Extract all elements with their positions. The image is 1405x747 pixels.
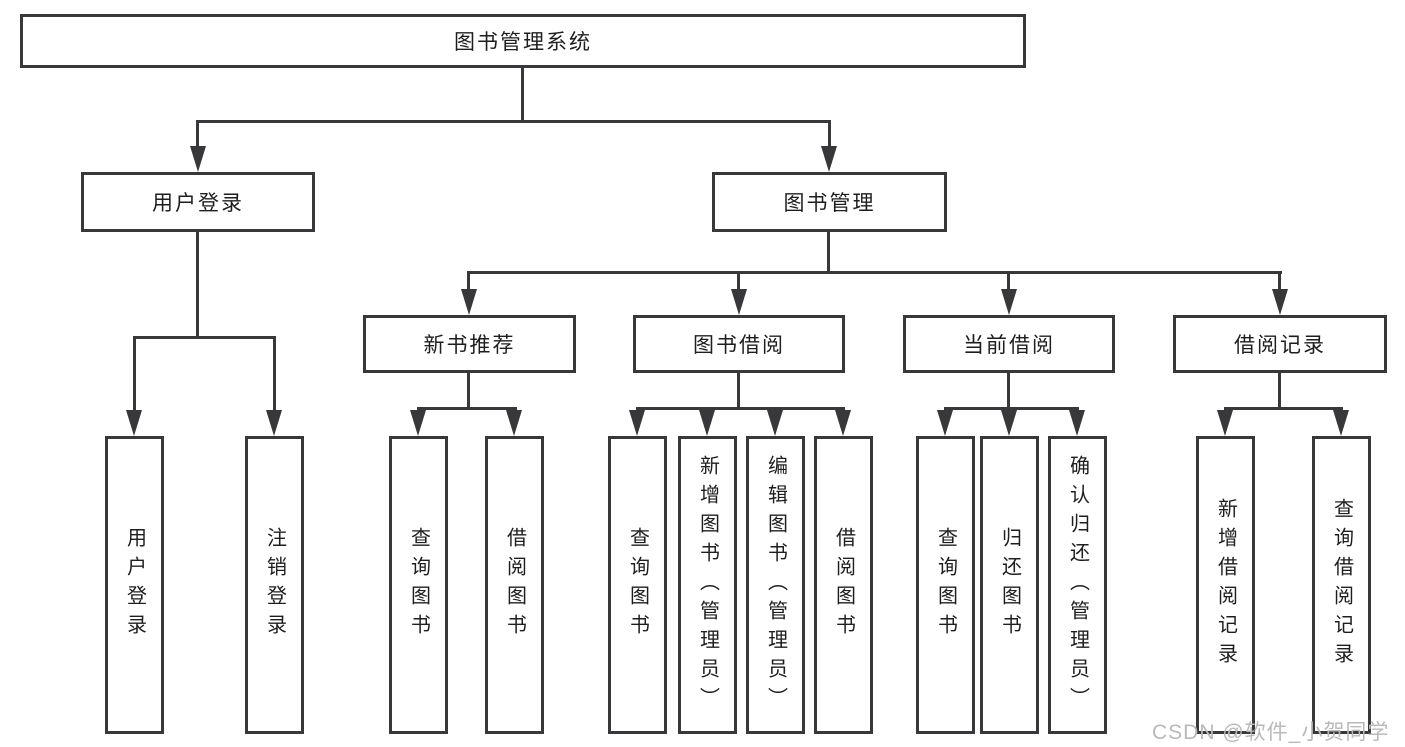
- connector-line: [1007, 373, 1010, 407]
- connector-line: [737, 271, 740, 291]
- leaf-confirm-return-admin: 确认归还（管理员）: [1048, 436, 1107, 734]
- connector-line: [196, 120, 831, 123]
- leaf-user-login: 用户登录: [105, 436, 164, 734]
- connector-line: [196, 120, 199, 148]
- connector-line: [774, 407, 777, 412]
- connector-line: [827, 232, 830, 271]
- connector-line: [1340, 407, 1343, 412]
- leaf-add-books-admin: 新增图书（管理员）: [678, 436, 737, 734]
- node-new-book-recommendation: 新书推荐: [363, 315, 576, 373]
- leaf-query-borrow-record: 查询借阅记录: [1312, 436, 1371, 734]
- leaf-label: 注销登录: [263, 527, 286, 643]
- leaf-query-books-recommend: 查询图书: [389, 436, 448, 734]
- connector-line: [467, 271, 1282, 274]
- node-label: 新书推荐: [423, 334, 516, 357]
- node-library-management-system: 图书管理系统: [20, 14, 1026, 68]
- node-label: 图书管理: [783, 192, 876, 215]
- arrow-down-icon: [266, 410, 282, 436]
- connector-line: [636, 407, 639, 412]
- arrow-down-icon: [1272, 289, 1288, 315]
- arrow-down-icon: [1001, 410, 1017, 436]
- arrow-down-icon: [629, 410, 645, 436]
- connector-line: [467, 271, 470, 291]
- arrow-down-icon: [699, 410, 715, 436]
- arrow-down-icon: [461, 289, 477, 315]
- connector-line: [273, 336, 276, 412]
- leaf-add-borrow-record: 新增借阅记录: [1196, 436, 1255, 734]
- node-book-borrowing: 图书借阅: [633, 315, 845, 373]
- leaf-label: 归还图书: [998, 527, 1021, 643]
- connector-line: [133, 336, 276, 339]
- node-label: 图书管理系统: [454, 31, 592, 54]
- connector-line: [1007, 271, 1010, 291]
- leaf-label: 用户登录: [123, 527, 146, 643]
- connector-line: [1278, 271, 1281, 291]
- leaf-label: 查询图书: [626, 527, 649, 643]
- node-book-management: 图书管理: [712, 172, 947, 232]
- leaf-query-books-current: 查询图书: [916, 436, 975, 734]
- connector-line: [133, 336, 136, 412]
- connector-line: [1224, 407, 1343, 410]
- leaf-label: 查询借阅记录: [1330, 498, 1353, 672]
- connector-line: [706, 407, 709, 412]
- node-label: 当前借阅: [963, 334, 1055, 357]
- arrow-down-icon: [835, 410, 851, 436]
- arrow-down-icon: [1069, 410, 1085, 436]
- node-label: 借阅记录: [1234, 334, 1326, 357]
- arrow-down-icon: [1333, 410, 1349, 436]
- leaf-label: 新增借阅记录: [1214, 498, 1237, 672]
- arrow-down-icon: [1001, 289, 1017, 315]
- connector-line: [636, 407, 845, 410]
- leaf-label: 确认归还（管理员）: [1066, 454, 1089, 716]
- leaf-return-books: 归还图书: [980, 436, 1039, 734]
- arrow-down-icon: [731, 289, 747, 315]
- arrow-down-icon: [506, 410, 522, 436]
- connector-line: [467, 373, 470, 407]
- node-current-borrowing: 当前借阅: [903, 315, 1115, 373]
- connector-line: [513, 407, 516, 412]
- leaf-label: 借阅图书: [503, 527, 526, 643]
- leaf-logout: 注销登录: [245, 436, 304, 734]
- leaf-label: 编辑图书（管理员）: [764, 454, 787, 716]
- arrow-down-icon: [937, 410, 953, 436]
- node-label: 图书借阅: [693, 334, 785, 357]
- arrow-down-icon: [767, 410, 783, 436]
- connector-line: [1224, 407, 1227, 412]
- connector-line: [944, 407, 1079, 410]
- connector-line: [521, 68, 524, 120]
- leaf-label: 查询图书: [407, 527, 430, 643]
- connector-line: [1076, 407, 1079, 412]
- connector-line: [196, 232, 199, 336]
- connector-line: [737, 373, 740, 407]
- connector-line: [828, 120, 831, 148]
- arrow-down-icon: [410, 410, 426, 436]
- connector-line: [417, 407, 517, 410]
- connector-line: [1278, 373, 1281, 407]
- arrow-down-icon: [821, 146, 837, 172]
- node-borrowing-records: 借阅记录: [1173, 315, 1387, 373]
- connector-line: [417, 407, 420, 412]
- connector-line: [944, 407, 947, 412]
- arrow-down-icon: [1217, 410, 1233, 436]
- leaf-edit-books-admin: 编辑图书（管理员）: [746, 436, 805, 734]
- leaf-borrow-books-recommend: 借阅图书: [485, 436, 544, 734]
- connector-line: [842, 407, 845, 412]
- arrow-down-icon: [190, 146, 206, 172]
- node-label: 用户登录: [152, 192, 244, 215]
- leaf-borrow-books-borrowing: 借阅图书: [814, 436, 873, 734]
- node-user-login: 用户登录: [81, 172, 315, 232]
- arrow-down-icon: [126, 410, 142, 436]
- leaf-query-books-borrowing: 查询图书: [608, 436, 667, 734]
- leaf-label: 借阅图书: [832, 527, 855, 643]
- leaf-label: 查询图书: [934, 527, 957, 643]
- leaf-label: 新增图书（管理员）: [696, 454, 719, 716]
- connector-line: [1008, 407, 1011, 412]
